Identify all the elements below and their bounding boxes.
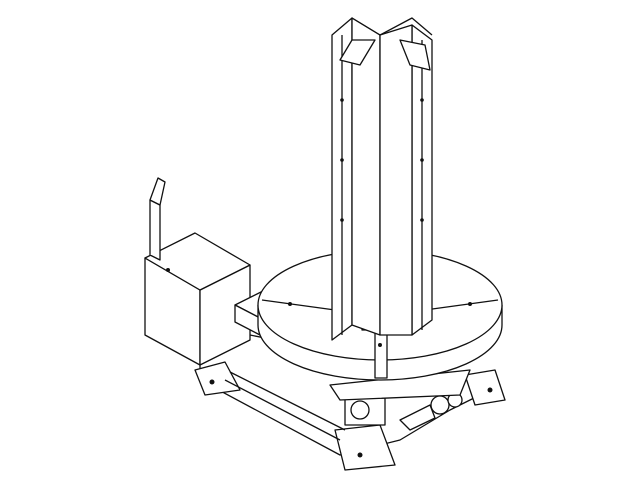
control-box bbox=[144, 177, 251, 366]
tower bbox=[331, 17, 433, 341]
turntable bbox=[257, 249, 503, 381]
drive-mechanism bbox=[329, 369, 471, 431]
